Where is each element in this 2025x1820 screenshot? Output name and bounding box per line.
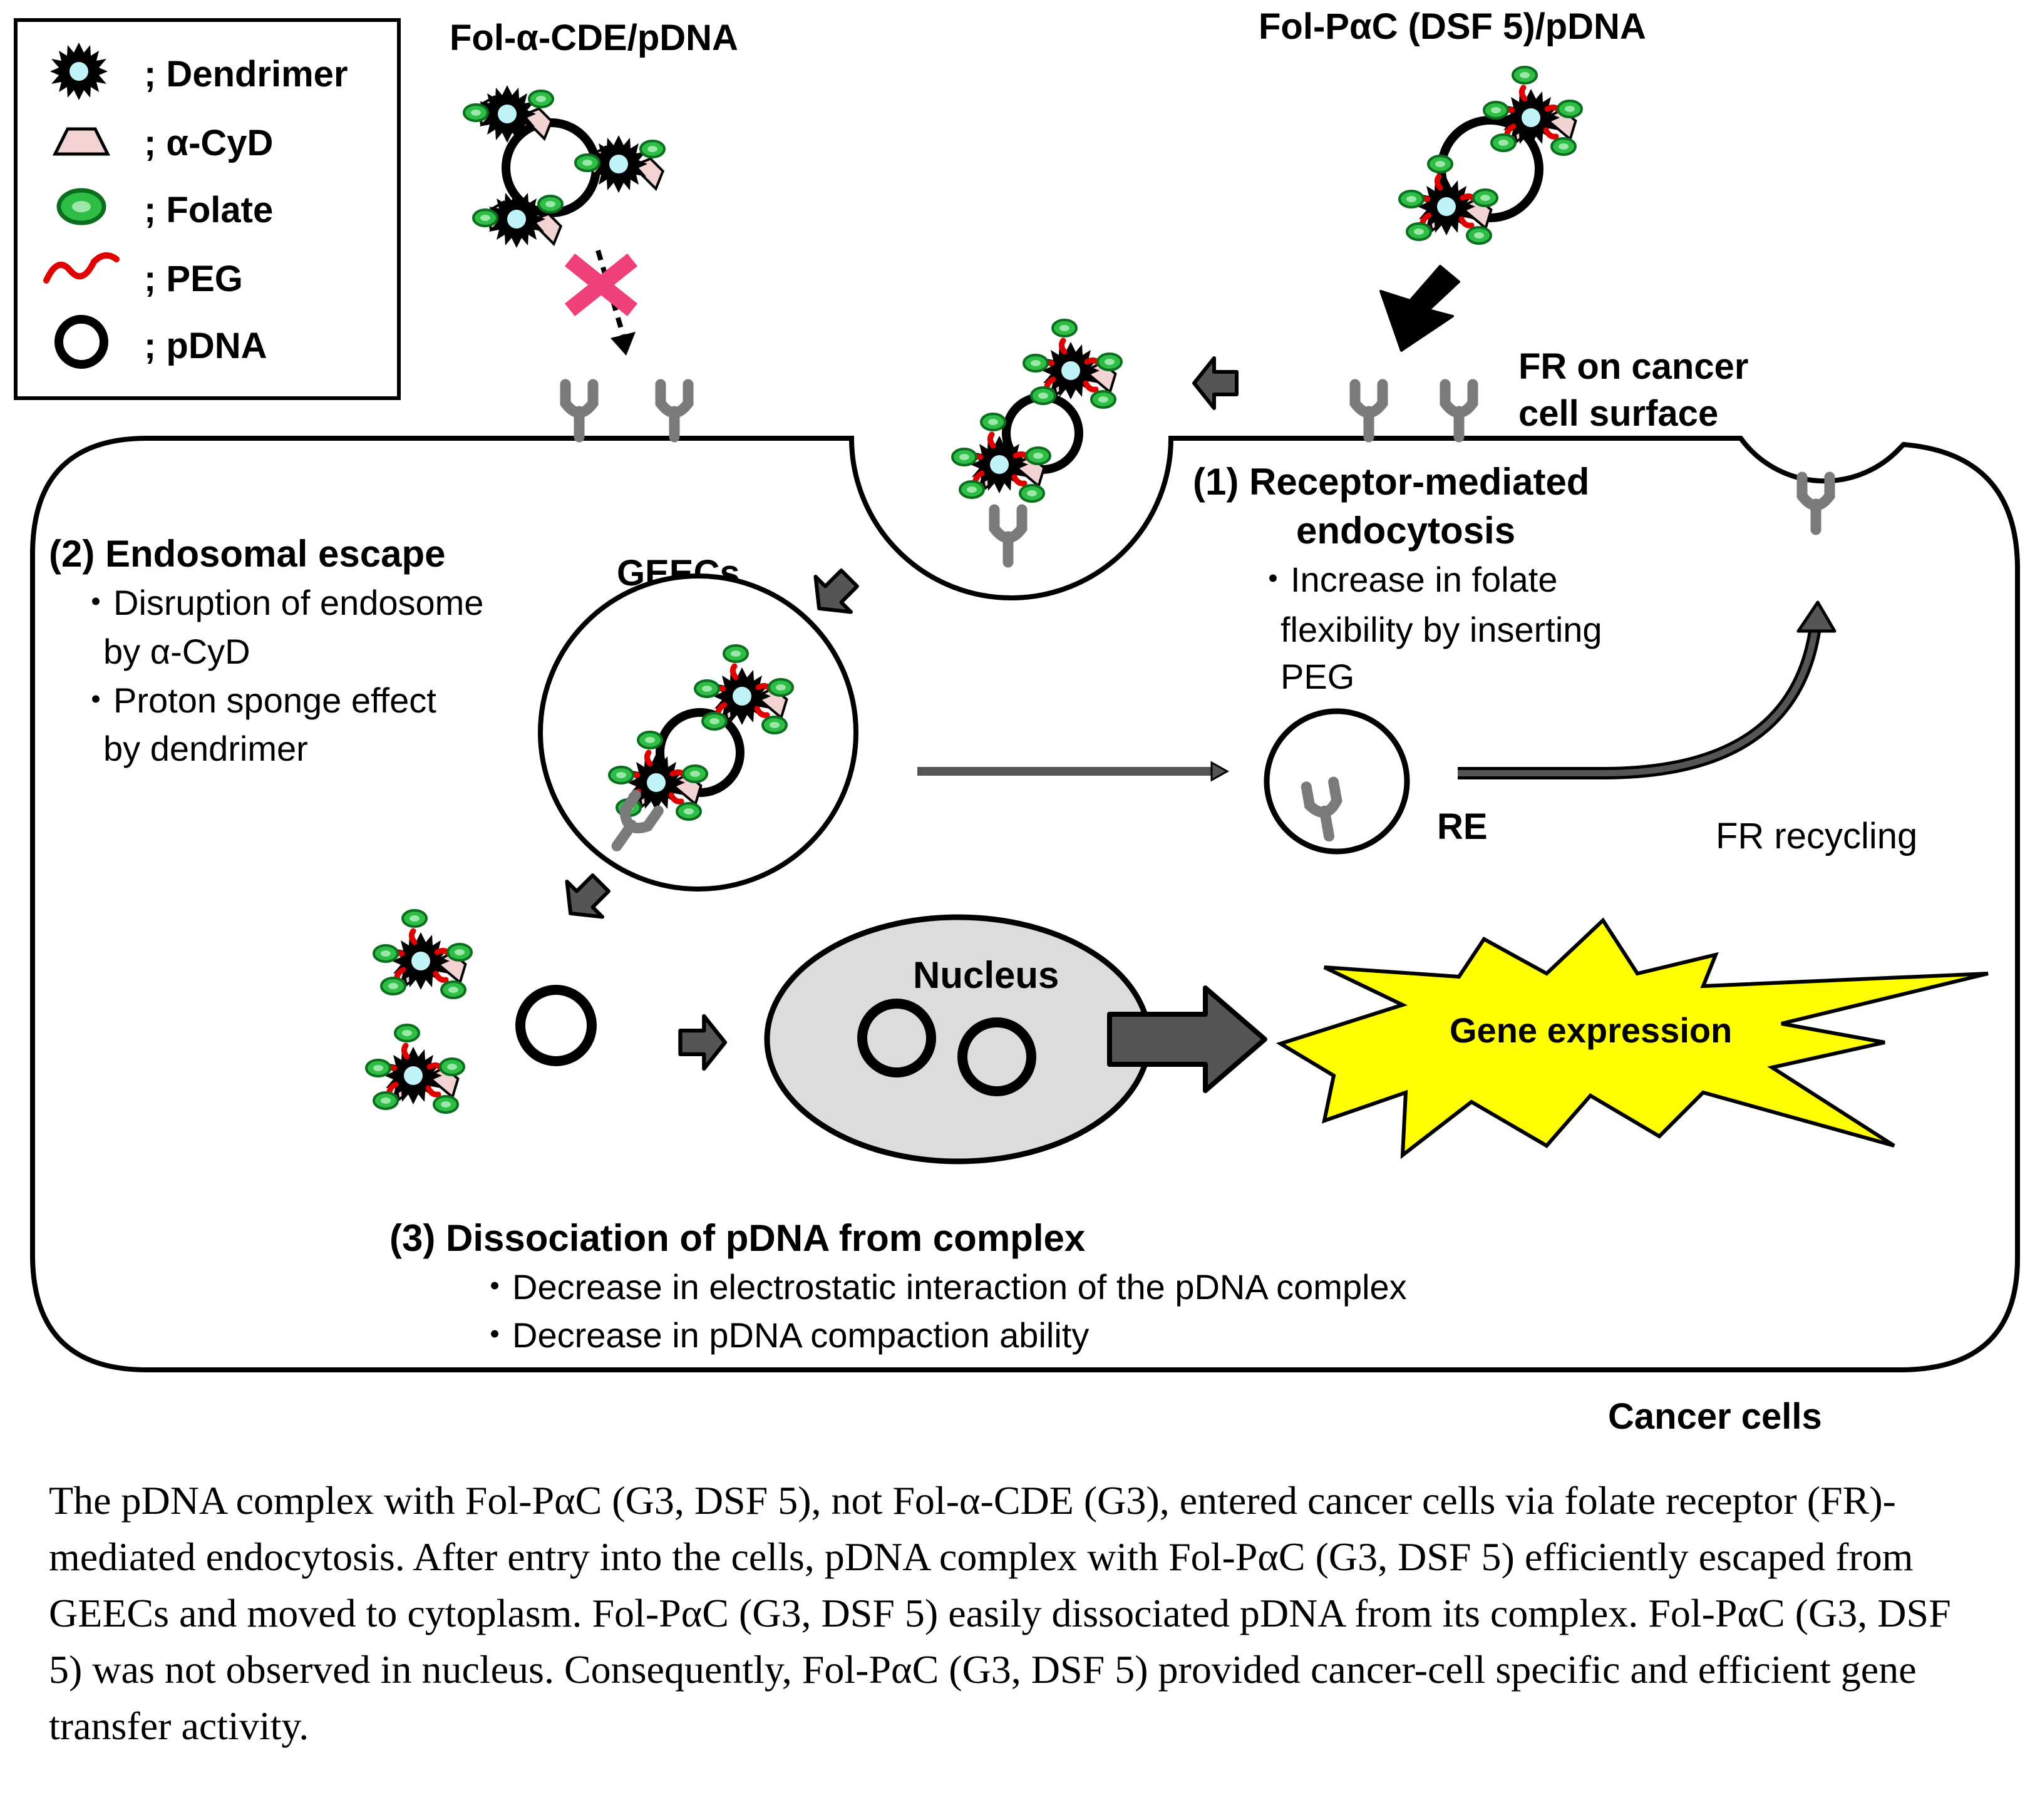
legend-folate-label: ; Folate xyxy=(144,190,273,230)
arrow-to-gene-expression xyxy=(1107,985,1267,1093)
fr-receptor xyxy=(1355,384,1383,437)
nucleus-label: Nucleus xyxy=(913,954,1059,996)
fr-receptor-recycled xyxy=(1802,477,1830,530)
step1-note-line2: flexibility by inserting xyxy=(1280,610,1602,649)
step2-note-line2: by α-CyD xyxy=(103,632,250,671)
fr-surface-label-1: FR on cancer xyxy=(1518,346,1748,387)
legend: ; Dendrimer ; α-CyD ; Folate ; PEG ; pDN… xyxy=(14,18,401,400)
fol-cde-complex xyxy=(464,85,668,248)
gene-expression-label: Gene expression xyxy=(1450,1010,1732,1050)
step1-note-line1: ・Increase in folate xyxy=(1255,560,1557,599)
geecs-endosome xyxy=(538,573,858,892)
arrow-to-nucleus xyxy=(681,1016,725,1069)
arrow-to-re xyxy=(917,761,1230,782)
re-label: RE xyxy=(1437,806,1488,847)
pit-complex xyxy=(952,320,1121,501)
step2-title: (2) Endosomal escape xyxy=(49,533,446,575)
step3-note-line1: ・Decrease in electrostatic interaction o… xyxy=(477,1267,1407,1307)
fr-recycling-label: FR recycling xyxy=(1716,816,1917,856)
fr-recycling-arrow xyxy=(1458,600,1837,779)
fr-receptor xyxy=(565,384,593,437)
legend-cyd-icon xyxy=(52,127,111,156)
recycling-endosome xyxy=(1264,708,1410,855)
step1-title-line1: (1) Receptor-mediated xyxy=(1193,461,1589,503)
legend-pdna-label: ; pDNA xyxy=(144,326,267,366)
legend-pdna-icon xyxy=(54,315,108,369)
cell-membrane xyxy=(30,436,2020,1372)
blocked-cross-icon xyxy=(564,253,638,317)
figure-caption: The pDNA complex with Fol-PαC (G3, DSF 5… xyxy=(49,1478,1951,1748)
fr-surface-label-2: cell surface xyxy=(1518,393,1718,434)
free-pdna xyxy=(515,985,597,1066)
legend-peg-icon xyxy=(43,252,120,284)
fr-receptor xyxy=(1445,384,1473,437)
cancer-cells-label: Cancer cells xyxy=(1608,1396,1822,1437)
step2-note-line3: ・Proton sponge effect xyxy=(78,681,436,720)
step2-note-line1: ・Disruption of endosome xyxy=(78,583,483,622)
fol-pac-label: Fol-PαC (DSF 5)/pDNA xyxy=(1259,6,1646,47)
step3-note-line2: ・Decrease in pDNA compaction ability xyxy=(477,1315,1089,1355)
legend-folate-icon xyxy=(56,188,106,225)
released-carrier xyxy=(374,910,471,998)
fr-receptor-pit xyxy=(994,510,1022,562)
legend-cyd-label: ; α-CyD xyxy=(144,123,273,163)
arrow-to-cytoplasm xyxy=(553,866,619,932)
step3-title: (3) Dissociation of pDNA from complex xyxy=(389,1217,1085,1259)
arrow-to-pit xyxy=(1194,358,1237,408)
gene-expression-burst xyxy=(1275,917,1989,1159)
legend-peg-label: ; PEG xyxy=(144,259,243,299)
step1-title-line2: endocytosis xyxy=(1296,510,1515,552)
legend-dendrimer-label: ; Dendrimer xyxy=(144,54,348,95)
fol-cde-label: Fol-α-CDE/pDNA xyxy=(450,18,738,58)
fr-receptor xyxy=(661,384,688,437)
nucleus xyxy=(764,914,1152,1164)
step1-note-line3: PEG xyxy=(1280,657,1354,696)
entry-arrow xyxy=(1379,265,1460,352)
released-carrier xyxy=(366,1025,464,1113)
arrow-to-geecs xyxy=(801,561,867,627)
fol-pac-complex xyxy=(1399,67,1582,244)
step2-note-line4: by dendrimer xyxy=(103,729,308,768)
